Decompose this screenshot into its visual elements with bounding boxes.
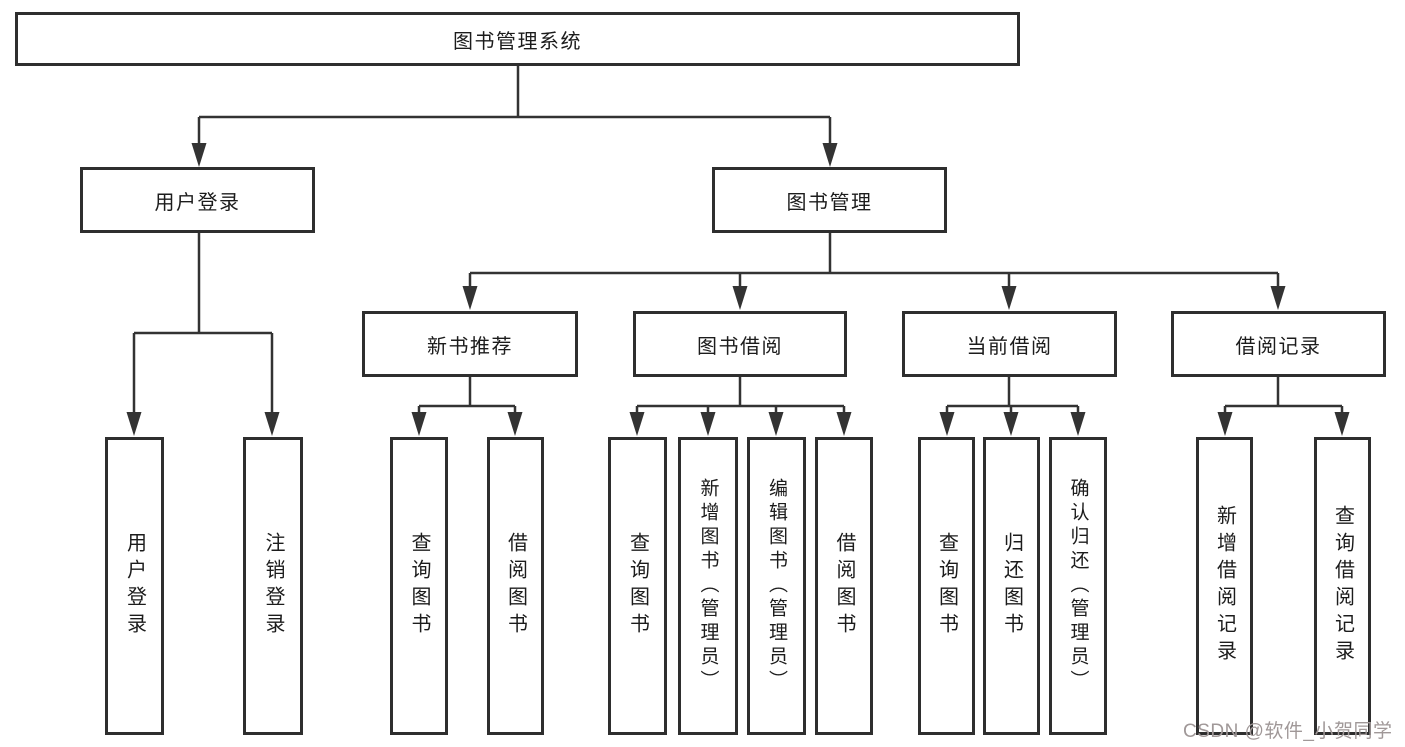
arrow-down-icon [411,412,427,436]
arrow-down-icon [1003,412,1019,436]
node-label: 当前借阅 [966,335,1053,358]
arrow-down-icon [462,286,478,310]
node-label: 图书借阅 [697,335,783,358]
node-root-library-system: 图书管理系统 [15,12,1020,66]
connector-book-borrow-to-leaves [629,377,852,436]
leaf-borrow-books-recommend: 借阅图书 [487,437,544,735]
arrow-down-icon [1334,412,1350,436]
node-book-borrow: 图书借阅 [633,311,847,377]
node-label: 图书管理系统 [453,30,582,53]
arrow-down-icon [822,143,838,167]
arrow-down-icon [1070,412,1086,436]
node-user-login: 用户登录 [80,167,315,233]
node-label: 查询图书 [935,532,958,640]
leaf-user-login: 用户登录 [105,437,164,735]
node-label: 查询借阅记录 [1331,505,1354,667]
arrow-down-icon [264,412,280,436]
node-label: 借阅记录 [1235,335,1322,358]
leaf-borrow-books: 借阅图书 [815,437,873,735]
connector-new-book-recommend-to-leaves [411,377,523,436]
node-borrow-records: 借阅记录 [1171,311,1386,377]
connector-book-management-to-level3 [462,233,1286,310]
node-current-borrow: 当前借阅 [902,311,1117,377]
arrow-down-icon [768,412,784,436]
leaf-query-books-borrow: 查询图书 [608,437,667,735]
leaf-query-borrow-record: 查询借阅记录 [1314,437,1371,735]
node-label: 用户登录 [123,532,146,640]
arrow-down-icon [700,412,716,436]
arrow-down-icon [732,286,748,310]
connector-user-login-to-leaves [126,233,280,436]
node-label: 借阅图书 [504,532,527,640]
node-label: 查询图书 [408,532,430,640]
leaf-add-borrow-record: 新增借阅记录 [1196,437,1253,735]
arrow-down-icon [629,412,645,436]
arrow-down-icon [939,412,955,436]
leaf-add-books-admin: 新增图书（管理员） [678,437,738,735]
arrow-down-icon [507,412,523,436]
node-label: 查询图书 [626,532,649,640]
arrow-down-icon [1217,412,1233,436]
node-label: 新增借阅记录 [1213,505,1236,667]
node-label: 注销登录 [262,532,284,640]
arrow-down-icon [836,412,852,436]
connector-root-to-level2 [191,66,838,167]
node-label: 借阅图书 [833,532,855,640]
arrow-down-icon [126,412,142,436]
node-new-book-recommend: 新书推荐 [362,311,578,377]
node-label: 图书管理 [786,191,873,214]
leaf-return-books: 归还图书 [983,437,1040,735]
connector-borrow-records-to-leaves [1217,377,1350,436]
node-label: 新增图书（管理员） [697,478,719,694]
node-label: 确认归还（管理员） [1067,478,1089,694]
arrow-down-icon [1001,286,1017,310]
node-label: 新书推荐 [427,335,513,358]
node-label: 编辑图书（管理员） [766,478,787,694]
arrow-down-icon [1270,286,1286,310]
leaf-query-books-current: 查询图书 [918,437,975,735]
node-book-management: 图书管理 [712,167,947,233]
leaf-logout: 注销登录 [243,437,303,735]
leaf-query-books-recommend: 查询图书 [390,437,448,735]
arrow-down-icon [191,143,207,167]
connector-current-borrow-to-leaves [939,377,1086,436]
csdn-watermark: CSDN @软件_小贺同学 [1183,721,1393,742]
leaf-edit-books-admin: 编辑图书（管理员） [747,437,806,735]
node-label: 归还图书 [1000,532,1023,640]
node-label: 用户登录 [154,191,241,214]
leaf-confirm-return-admin: 确认归还（管理员） [1049,437,1107,735]
